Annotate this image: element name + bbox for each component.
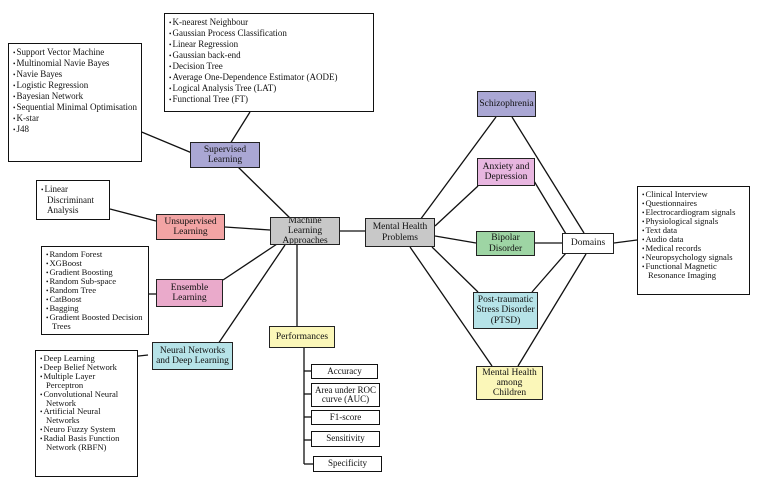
list-item: Convolutional Neural Network	[40, 389, 133, 408]
anxiety-depression-node: Anxiety and Depression	[477, 158, 535, 186]
bipolar-disorder-node: Bipolar Disorder	[476, 231, 535, 256]
list-item: Random Sub-space	[46, 277, 144, 286]
node-label: Supervised Learning	[203, 144, 247, 165]
node-label: Neural Networks and Deep Learning	[156, 345, 229, 366]
node-label: Ensemble Learning	[170, 282, 209, 303]
mental-health-hub: Mental Health Problems	[365, 218, 435, 247]
neural-networks-node: Neural Networks and Deep Learning	[152, 342, 233, 370]
list-item: Navie Bayes	[13, 69, 137, 80]
unsupervised-list: Linear Discriminant Analysis	[36, 180, 110, 220]
list-item: Gradient Boosting	[46, 268, 144, 277]
metric-label: Area under ROC curve (AUC)	[315, 384, 376, 404]
list-item: Multiple Layer Perceptron	[40, 372, 133, 390]
list-item: Radial Basis Function Network (RBFN)	[40, 434, 133, 452]
list-item: Deep Learning	[40, 354, 133, 363]
metric-label: Accuracy	[327, 365, 362, 376]
supervised-list-a: Support Vector Machine Multinomial Navie…	[8, 43, 142, 162]
metric-label: Sensitivity	[326, 433, 365, 444]
node-label: Anxiety and Depression	[482, 161, 530, 182]
node-label: Machine Learning Approaches	[282, 217, 328, 245]
list-item: Medical records	[642, 244, 745, 253]
list-item: Artificial Neural Networks	[40, 407, 133, 425]
list-item: Gradient Boosted Decision Trees	[46, 313, 144, 331]
list-item: Sequential Minimal Optimisation	[13, 102, 137, 113]
metric-specificity: Specificity	[313, 456, 382, 472]
list-item: Decision Tree	[169, 61, 369, 72]
list-item: Gaussian back-end	[169, 50, 369, 61]
list-item: Questionnaires	[642, 199, 745, 208]
node-label: Mental Health among Children	[482, 367, 537, 399]
list-item: Audio data	[642, 235, 745, 244]
list-item: Support Vector Machine	[13, 47, 137, 58]
supervised-learning-node: Supervised Learning	[190, 142, 260, 168]
list-item: Functional Tree (FT)	[169, 94, 369, 105]
metric-auc: Area under ROC curve (AUC)	[311, 383, 380, 407]
list-item: K-nearest Neighbour	[169, 17, 369, 28]
domains-node: Domains	[562, 233, 614, 254]
metric-f1: F1-score	[311, 410, 380, 425]
node-label: Mental Health Problems	[372, 222, 428, 243]
list-item: Logical Analysis Tree (LAT)	[169, 83, 369, 94]
list-item: XGBoost	[46, 259, 144, 268]
ensemble-list: Random Forest XGBoost Gradient Boosting …	[41, 246, 149, 335]
list-item: CatBoost	[46, 295, 144, 304]
schizophrenia-node: Schizophrenia	[477, 91, 536, 117]
list-item: Neuro Fuzzy System	[40, 424, 133, 434]
node-label: Schizophrenia	[479, 98, 534, 109]
list-item: Physiological signals	[642, 217, 745, 226]
node-label: Bipolar Disorder	[488, 233, 523, 254]
performances-node: Performances	[269, 326, 335, 348]
list-item: Multinomial Navie Bayes	[13, 58, 137, 69]
node-label: Unsupervised Learning	[164, 216, 217, 237]
list-item: Bagging	[46, 304, 144, 313]
list-item: Average One-Dependence Estimator (AODE)	[169, 72, 369, 83]
ensemble-learning-node: Ensemble Learning	[156, 279, 223, 307]
metric-label: Specificity	[328, 458, 367, 469]
node-label: Performances	[275, 331, 329, 342]
unsupervised-learning-node: Unsupervised Learning	[156, 214, 225, 240]
list-item: J48	[13, 124, 137, 135]
list-item: Neuropsychology signals	[642, 253, 745, 262]
list-item: Linear Regression	[169, 39, 369, 50]
list-item: Electrocardiogram signals	[642, 208, 745, 217]
ptsd-node: Post-traumatic Stress Disorder (PTSD)	[473, 292, 538, 329]
list-item: Clinical Interview	[642, 190, 745, 199]
list-item: Logistic Regression	[13, 80, 137, 91]
node-label: Post-traumatic Stress Disorder (PTSD)	[476, 295, 535, 326]
list-item: Linear Discriminant Analysis	[41, 184, 105, 215]
supervised-list-b: K-nearest Neighbour Gaussian Process Cla…	[164, 13, 374, 112]
machine-learning-hub: Machine Learning Approaches	[270, 217, 340, 245]
metric-accuracy: Accuracy	[311, 364, 378, 379]
list-item: K-star	[13, 113, 137, 124]
list-item: Random Forest	[46, 250, 144, 259]
domains-list: Clinical Interview Questionnaires Electr…	[637, 186, 750, 295]
children-mental-health-node: Mental Health among Children	[476, 366, 543, 400]
list-item: Text data	[642, 226, 745, 235]
list-item: Gaussian Process Classification	[169, 28, 369, 39]
list-item: Deep Belief Network	[40, 363, 133, 372]
metric-label: F1-score	[329, 411, 362, 422]
list-item: Random Tree	[46, 286, 144, 295]
neural-list: Deep Learning Deep Belief Network Multip…	[35, 350, 138, 477]
list-item: Functional Magnetic Resonance Imaging	[642, 262, 745, 280]
node-label: Domains	[570, 238, 606, 249]
metric-sensitivity: Sensitivity	[311, 431, 380, 447]
list-item: Bayesian Network	[13, 91, 137, 102]
